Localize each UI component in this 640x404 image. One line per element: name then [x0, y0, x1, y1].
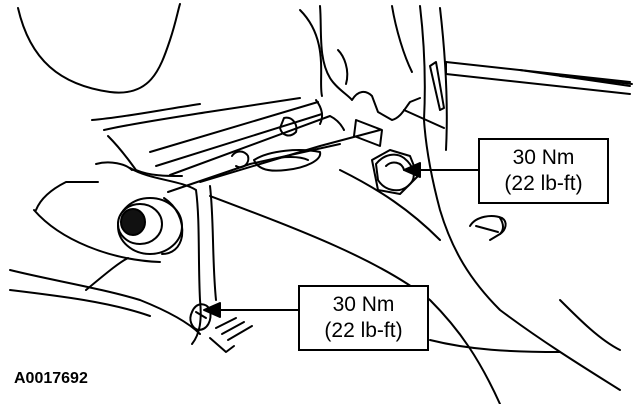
- leader-arrows: [203, 162, 479, 318]
- upper-body-panel: [17, 3, 323, 121]
- torque-lbft-label: (22 lb-ft): [324, 319, 403, 342]
- right-clip: [469, 215, 507, 241]
- spring-links: [231, 149, 322, 172]
- hand-glove: [319, 5, 421, 121]
- pivot-knob: [117, 197, 184, 255]
- door-panel-edge: [403, 5, 621, 391]
- arrowhead-upper: [403, 162, 421, 178]
- torque-lbft-label: (22 lb-ft): [504, 172, 583, 195]
- torque-nm-label: 30 Nm: [332, 293, 395, 316]
- linkage-arms: [103, 97, 383, 193]
- arrowhead-lower: [203, 302, 221, 318]
- torque-callout-lower: 30 Nm (22 lb-ft): [298, 285, 429, 351]
- fastener-lower: [189, 303, 253, 353]
- torque-callout-upper: 30 Nm (22 lb-ft): [478, 138, 609, 204]
- torque-nm-label: 30 Nm: [512, 146, 575, 169]
- figure-id-label: A0017692: [14, 370, 88, 387]
- upper-right-rod: [445, 61, 633, 95]
